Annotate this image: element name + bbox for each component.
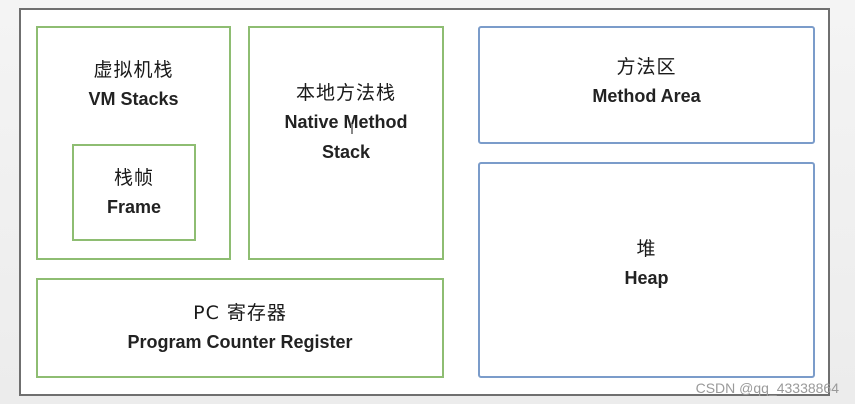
- vm-stacks-en-label: VM Stacks: [88, 89, 179, 109]
- method-area-zh-label: 方法区: [616, 56, 677, 78]
- native-stack-en-line1: Native Method: [284, 112, 408, 132]
- frame-en-label: Frame: [106, 196, 162, 217]
- method-area-box: 方法区 Method Area: [478, 26, 815, 144]
- pc-register-zh-label: PC 寄存器: [193, 302, 287, 324]
- pc-register-en-label: Program Counter Register: [127, 332, 353, 352]
- frame-zh-label: 栈帧: [113, 166, 154, 189]
- frame-box: 栈帧 Frame: [72, 144, 196, 241]
- native-method-stack-box: 本地方法栈 Native Method Stack: [248, 26, 444, 260]
- text-cursor-icon: [351, 124, 353, 134]
- heap-zh-label: 堆: [636, 238, 657, 260]
- heap-box: 堆 Heap: [478, 162, 815, 378]
- native-stack-en-line2: Stack: [321, 142, 371, 162]
- pc-register-box: PC 寄存器 Program Counter Register: [36, 278, 444, 378]
- heap-en-label: Heap: [624, 268, 669, 288]
- vm-stacks-zh-label: 虚拟机栈: [93, 59, 174, 81]
- watermark-text: CSDN @qq_43338864: [695, 380, 839, 396]
- native-stack-zh-label: 本地方法栈: [295, 82, 396, 104]
- method-area-en-label: Method Area: [592, 86, 701, 106]
